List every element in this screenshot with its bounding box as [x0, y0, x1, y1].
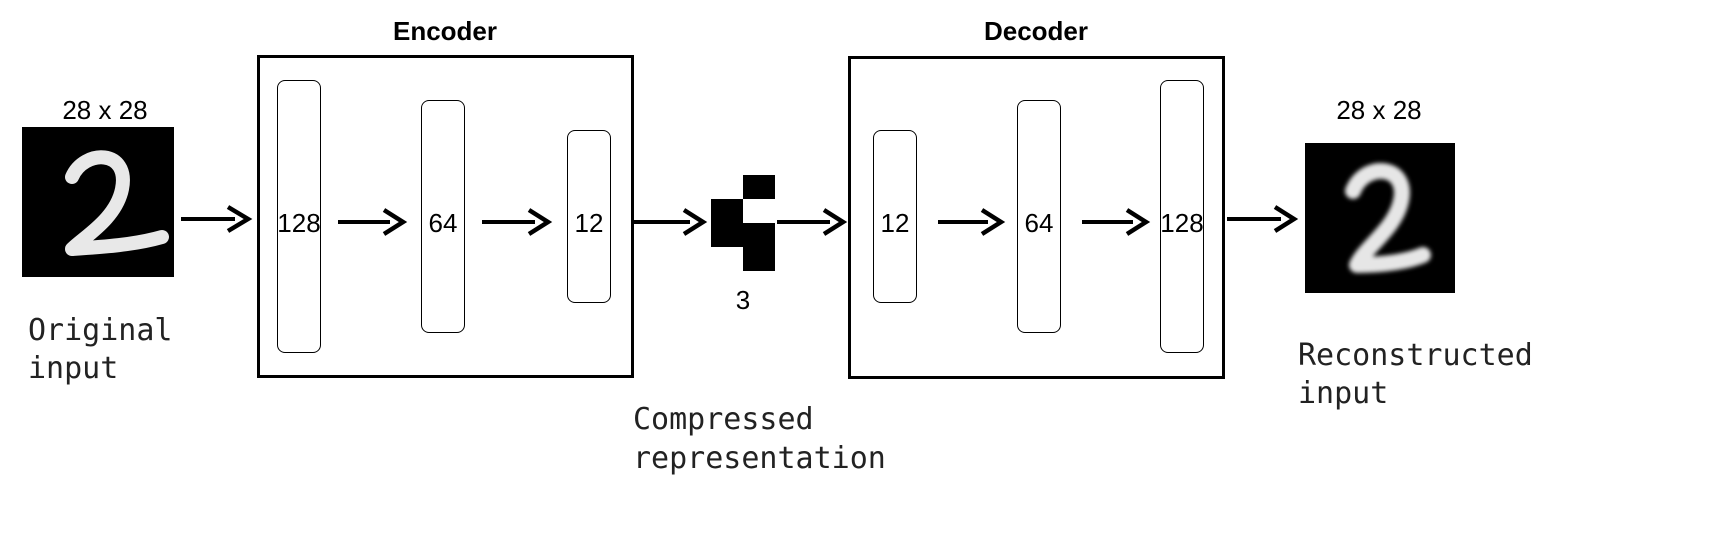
input-size-label: 28 x 28 [62, 95, 148, 125]
decoder-layer-1-label: 12 [880, 208, 910, 238]
code-cell [711, 247, 743, 271]
encoder-layer-1 [277, 80, 321, 353]
output-size-label: 28 x 28 [1336, 95, 1422, 125]
output-caption-line1: Reconstructed [1298, 338, 1533, 373]
arrow-enc-1-to-2 [338, 208, 408, 236]
arrow-encoder-to-code [634, 208, 708, 236]
code-cell [711, 175, 743, 199]
encoder-layer-2 [421, 100, 465, 333]
decoder-layer-1 [873, 130, 917, 303]
arrow-enc-2-to-3 [482, 208, 553, 236]
decoder-title: Decoder [983, 16, 1089, 46]
encoder-layer-1-label: 128 [277, 208, 321, 238]
decoder-layer-3-label: 128 [1160, 208, 1204, 238]
code-cell [743, 199, 775, 223]
digit-two-icon [1345, 163, 1431, 273]
output-caption-line2: input [1298, 376, 1389, 411]
code-cell [711, 199, 743, 223]
arrow-input-to-encoder [181, 205, 253, 233]
input-digit-image [22, 127, 174, 277]
code-caption-line1: Compressed [633, 402, 814, 437]
input-caption-line2: input [28, 351, 119, 386]
arrow-decoder-to-output [1227, 205, 1299, 233]
code-cell [743, 175, 775, 199]
compressed-code-grid [711, 175, 775, 271]
code-caption-line2: representation [633, 441, 886, 476]
decoder-layer-3 [1160, 80, 1204, 353]
output-digit-image [1305, 143, 1455, 293]
decoder-layer-2 [1017, 100, 1061, 333]
code-cell [711, 223, 743, 247]
encoder-title: Encoder [392, 16, 498, 46]
code-size-label: 3 [735, 285, 751, 315]
encoder-layer-3 [567, 130, 611, 303]
digit-two-icon [65, 150, 169, 256]
encoder-layer-2-label: 64 [428, 208, 458, 238]
decoder-layer-2-label: 64 [1024, 208, 1054, 238]
encoder-layer-3-label: 12 [574, 208, 604, 238]
code-cell [743, 223, 775, 247]
input-caption-line1: Original [28, 313, 173, 348]
code-cell [743, 247, 775, 271]
arrow-dec-1-to-2 [938, 208, 1006, 236]
arrow-dec-2-to-3 [1082, 208, 1151, 236]
arrow-code-to-decoder [777, 208, 848, 236]
